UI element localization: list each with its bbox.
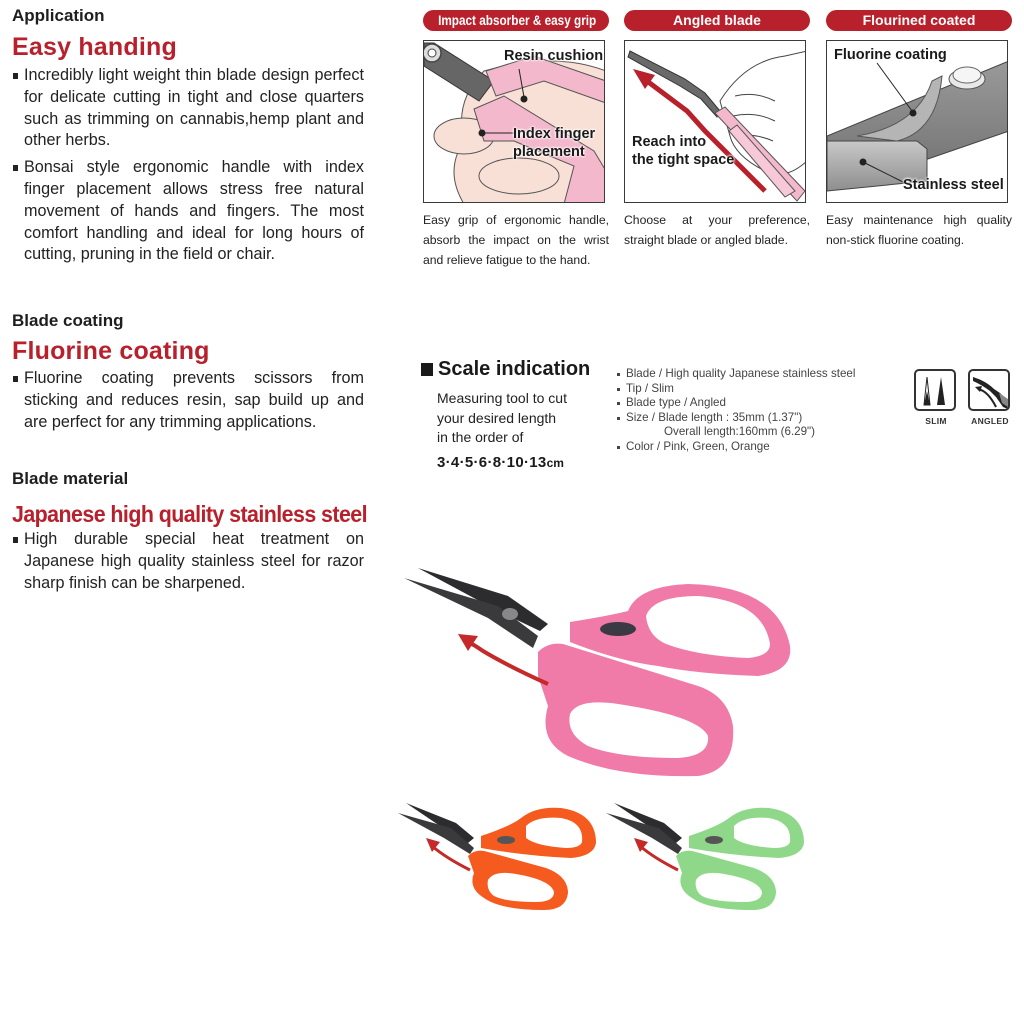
feature-caption: Easy maintenance high quality non-stick … [826,213,1012,247]
angled-blade-icon [968,369,1010,411]
feature-header: Angled blade [624,10,810,31]
scale-title: Scale indication [421,358,611,381]
coating-cross-section-illustration [827,41,1007,202]
bullet-square-icon [13,165,18,172]
bullet-item: Incredibly light weight thin blade desig… [12,65,364,152]
square-marker-icon [421,363,433,376]
spec-item: Overall length:160mm (6.29") [664,425,816,439]
spec-item: Blade / High quality Japanese stainless … [616,367,886,382]
feature-header: Impact absorber & easy grip [423,10,609,31]
feature-caption: Easy grip of ergonomic handle, absorb th… [423,213,609,267]
product-photo-pink [398,556,798,786]
illustration-angled: Reach into the tight space [624,40,806,203]
callout-resin-cushion: Resin cushion [504,48,604,64]
section-blade-coating: Blade coating Fluorine coating Fluorine … [12,311,364,438]
bullet-square-icon [13,537,18,543]
feature-flourined-coated: Flourined coated Fluorine coating Sta [826,10,1012,250]
callout-placement: placement [513,144,585,160]
scale-indication: Scale indication Measuring tool to cut y… [421,358,611,471]
section-title: Japanese high quality stainless steel [12,501,368,527]
callout-index-finger: Index finger [513,126,596,142]
angled-blade-illustration [625,41,805,202]
spec-list: Blade / High quality Japanese stainless … [616,367,886,455]
bullet-square-icon [13,376,18,382]
slim-tip-icon [914,369,956,411]
bullet-item: Bonsai style ergonomic handle with index… [12,157,364,266]
badge-angled: ANGLED [968,369,1012,426]
spec-item: Blade type / Angled [616,396,886,411]
section-label: Blade material [12,469,129,488]
callout-fluorine-coating: Fluorine coating [834,47,947,63]
section-title: Fluorine coating [12,337,210,365]
section-title: Easy handing [12,33,177,61]
scale-numbers: 3·4·5·6·8·10·13cm [437,453,564,471]
feature-impact-absorber: Impact absorber & easy grip Resin cushio… [423,10,609,270]
bullet-item: Fluorine coating prevents scissors from … [12,368,364,433]
feature-header: Flourined coated [826,10,1012,31]
product-photo-orange [396,798,606,913]
product-photo-green [604,798,814,913]
spec-item: Tip / Slim [616,382,886,397]
spec-item: Size / Blade length : 35mm (1.37") [616,411,886,426]
section-label: Application [12,6,105,25]
section-application: Application Easy handing Incredibly ligh… [12,6,364,271]
bullet-square-icon [13,73,18,79]
callout-stainless-steel: Stainless steel [903,177,1004,193]
callout-tight-space: the tight space [632,152,735,168]
illustration-grip: Resin cushion Index finger placement [423,40,605,203]
section-blade-material: Blade material Japanese high quality sta… [12,469,368,599]
feature-angled-blade: Angled blade Reach into the tight space … [624,10,810,250]
hand-grip-illustration [424,41,604,202]
callout-reach-into: Reach into [632,134,707,150]
illustration-coating: Fluorine coating Stainless steel [826,40,1008,203]
bullet-item: High durable special heat treatment on J… [12,529,364,594]
badge-slim: SLIM [914,369,958,426]
spec-item: Color / Pink, Green, Orange [616,440,886,455]
feature-caption: Choose at your preference, straight blad… [624,213,810,247]
scale-description: Measuring tool to cut your desired lengt… [437,390,567,445]
section-label: Blade coating [12,311,124,330]
